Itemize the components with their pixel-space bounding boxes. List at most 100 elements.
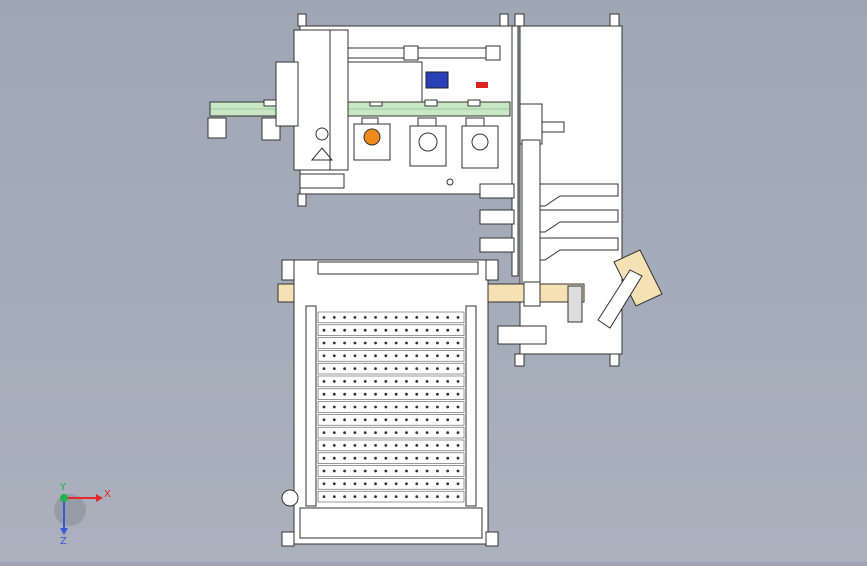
roller-row [317,362,465,375]
roller-hole [425,482,429,486]
roller-hole [405,418,408,422]
gripper-fingers [479,183,619,261]
roller-hole [322,495,326,498]
roller-hole [363,495,367,498]
roller-hole [394,354,398,358]
roller-hole [446,367,450,370]
roller-hole [405,354,408,358]
roller-hole [384,405,388,409]
roller-hole [405,431,408,434]
roller-hole [425,405,429,409]
roller-hole [425,392,429,396]
roller-hole [353,316,357,319]
roller-hole [456,495,460,498]
roller-hole [374,392,377,396]
roller-hole [343,341,347,345]
roller-hole [425,341,429,345]
vertical-mast [511,25,565,297]
roller-hole [374,418,377,422]
rotary-units [353,123,499,186]
roller-hole [332,456,336,460]
roller-hole [322,341,326,345]
roller-hole [425,456,429,460]
roller-hole [405,444,408,447]
roller-hole [456,444,460,447]
roller-hole [363,341,367,345]
roller-hole [343,316,347,319]
roller-hole [332,482,336,486]
roller-hole [374,431,377,434]
roller-row [317,401,465,413]
roller-hole [384,392,388,396]
roller-hole [425,431,429,434]
roller-hole [435,354,439,358]
roller-hole [353,354,357,358]
roller-hole [456,341,460,345]
roller-hole [405,328,408,332]
roller-hole [405,316,408,319]
roller-hole [394,444,398,447]
roller-hole [343,380,347,383]
roller-hole [374,341,377,345]
roller-hole [343,469,347,473]
roller-hole [343,431,347,434]
roller-hole [332,328,336,332]
roller-hole [446,431,450,434]
roller-hole [435,328,439,332]
roller-row [317,426,465,439]
roller-row [317,375,465,388]
roller-hole [405,495,408,498]
roller-hole [353,444,357,447]
x-axis-label: X [104,489,111,500]
roller-hole [353,380,357,383]
roller-hole [405,469,408,473]
roller-hole [363,469,367,473]
roller-grid [317,311,465,503]
roller-hole [446,469,450,473]
roller-hole [415,456,419,460]
roller-hole [322,444,326,447]
roller-hole [384,341,388,345]
roller-hole [435,495,439,498]
roller-hole [435,469,439,473]
roller-hole [353,328,357,332]
roller-hole [435,444,439,447]
roller-hole [435,482,439,486]
roller-hole [415,418,419,422]
roller-hole [394,405,398,409]
roller-hole [446,328,450,332]
roller-hole [363,354,367,358]
roller-hole [332,495,336,498]
roller-hole [394,328,398,332]
roller-hole [343,392,347,396]
roller-hole [456,456,460,460]
roller-hole [353,392,357,396]
roller-hole [394,316,398,319]
roller-hole [446,341,450,345]
roller-hole [363,328,367,332]
roller-hole [353,367,357,370]
roller-hole [343,354,347,358]
roller-hole [435,456,439,460]
roller-hole [322,392,326,396]
roller-hole [384,354,388,358]
roller-hole [425,418,429,422]
roller-hole [456,405,460,409]
roller-hole [322,380,326,383]
roller-hole [456,367,460,370]
roller-hole [405,341,408,345]
roller-hole [456,328,460,332]
roller-row [317,490,465,503]
roller-hole [374,482,377,486]
roller-hole [405,392,408,396]
roller-hole [353,495,357,498]
roller-hole [394,431,398,434]
roller-hole [322,431,326,434]
roller-hole [332,392,336,396]
roller-hole [415,328,419,332]
roller-hole [446,316,450,319]
roller-hole [456,316,460,319]
roller-hole [374,456,377,460]
sensor-blocks [425,71,488,89]
